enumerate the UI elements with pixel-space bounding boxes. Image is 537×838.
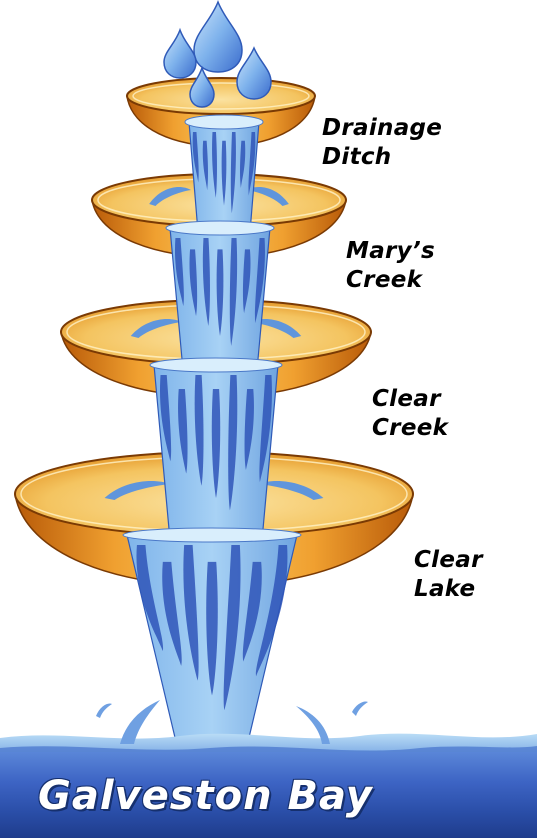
waterfall-crest [166, 221, 274, 235]
tier-label-line: Ditch [322, 143, 442, 172]
waterfall-crest [185, 115, 263, 129]
tier-label-line: Creek [372, 414, 448, 443]
waterfall [166, 221, 274, 370]
tier-label-line: Clear [414, 546, 483, 575]
tier-label-line: Lake [414, 575, 483, 604]
water-drop-small [190, 68, 214, 107]
waterfall-crest [123, 528, 301, 542]
tier-label-drainage-ditch: Drainage Ditch [322, 114, 442, 172]
tier-label-line: Clear [372, 385, 448, 414]
waterfall-crest [150, 358, 282, 372]
waterfall [150, 358, 282, 540]
water-drop-large [194, 2, 242, 72]
tier-label-marys-creek: Mary’s Creek [346, 237, 435, 295]
waterfall [185, 115, 263, 232]
tier-label-clear-creek: Clear Creek [372, 385, 448, 443]
tier-label-line: Drainage [322, 114, 442, 143]
waterfall [123, 528, 301, 746]
water-drop-left [164, 30, 196, 78]
tier-label-line: Creek [346, 266, 435, 295]
bay-title: Galveston Bay [38, 773, 373, 819]
tier-label-clear-lake: Clear Lake [414, 546, 483, 604]
tier-label-line: Mary’s [346, 237, 435, 266]
